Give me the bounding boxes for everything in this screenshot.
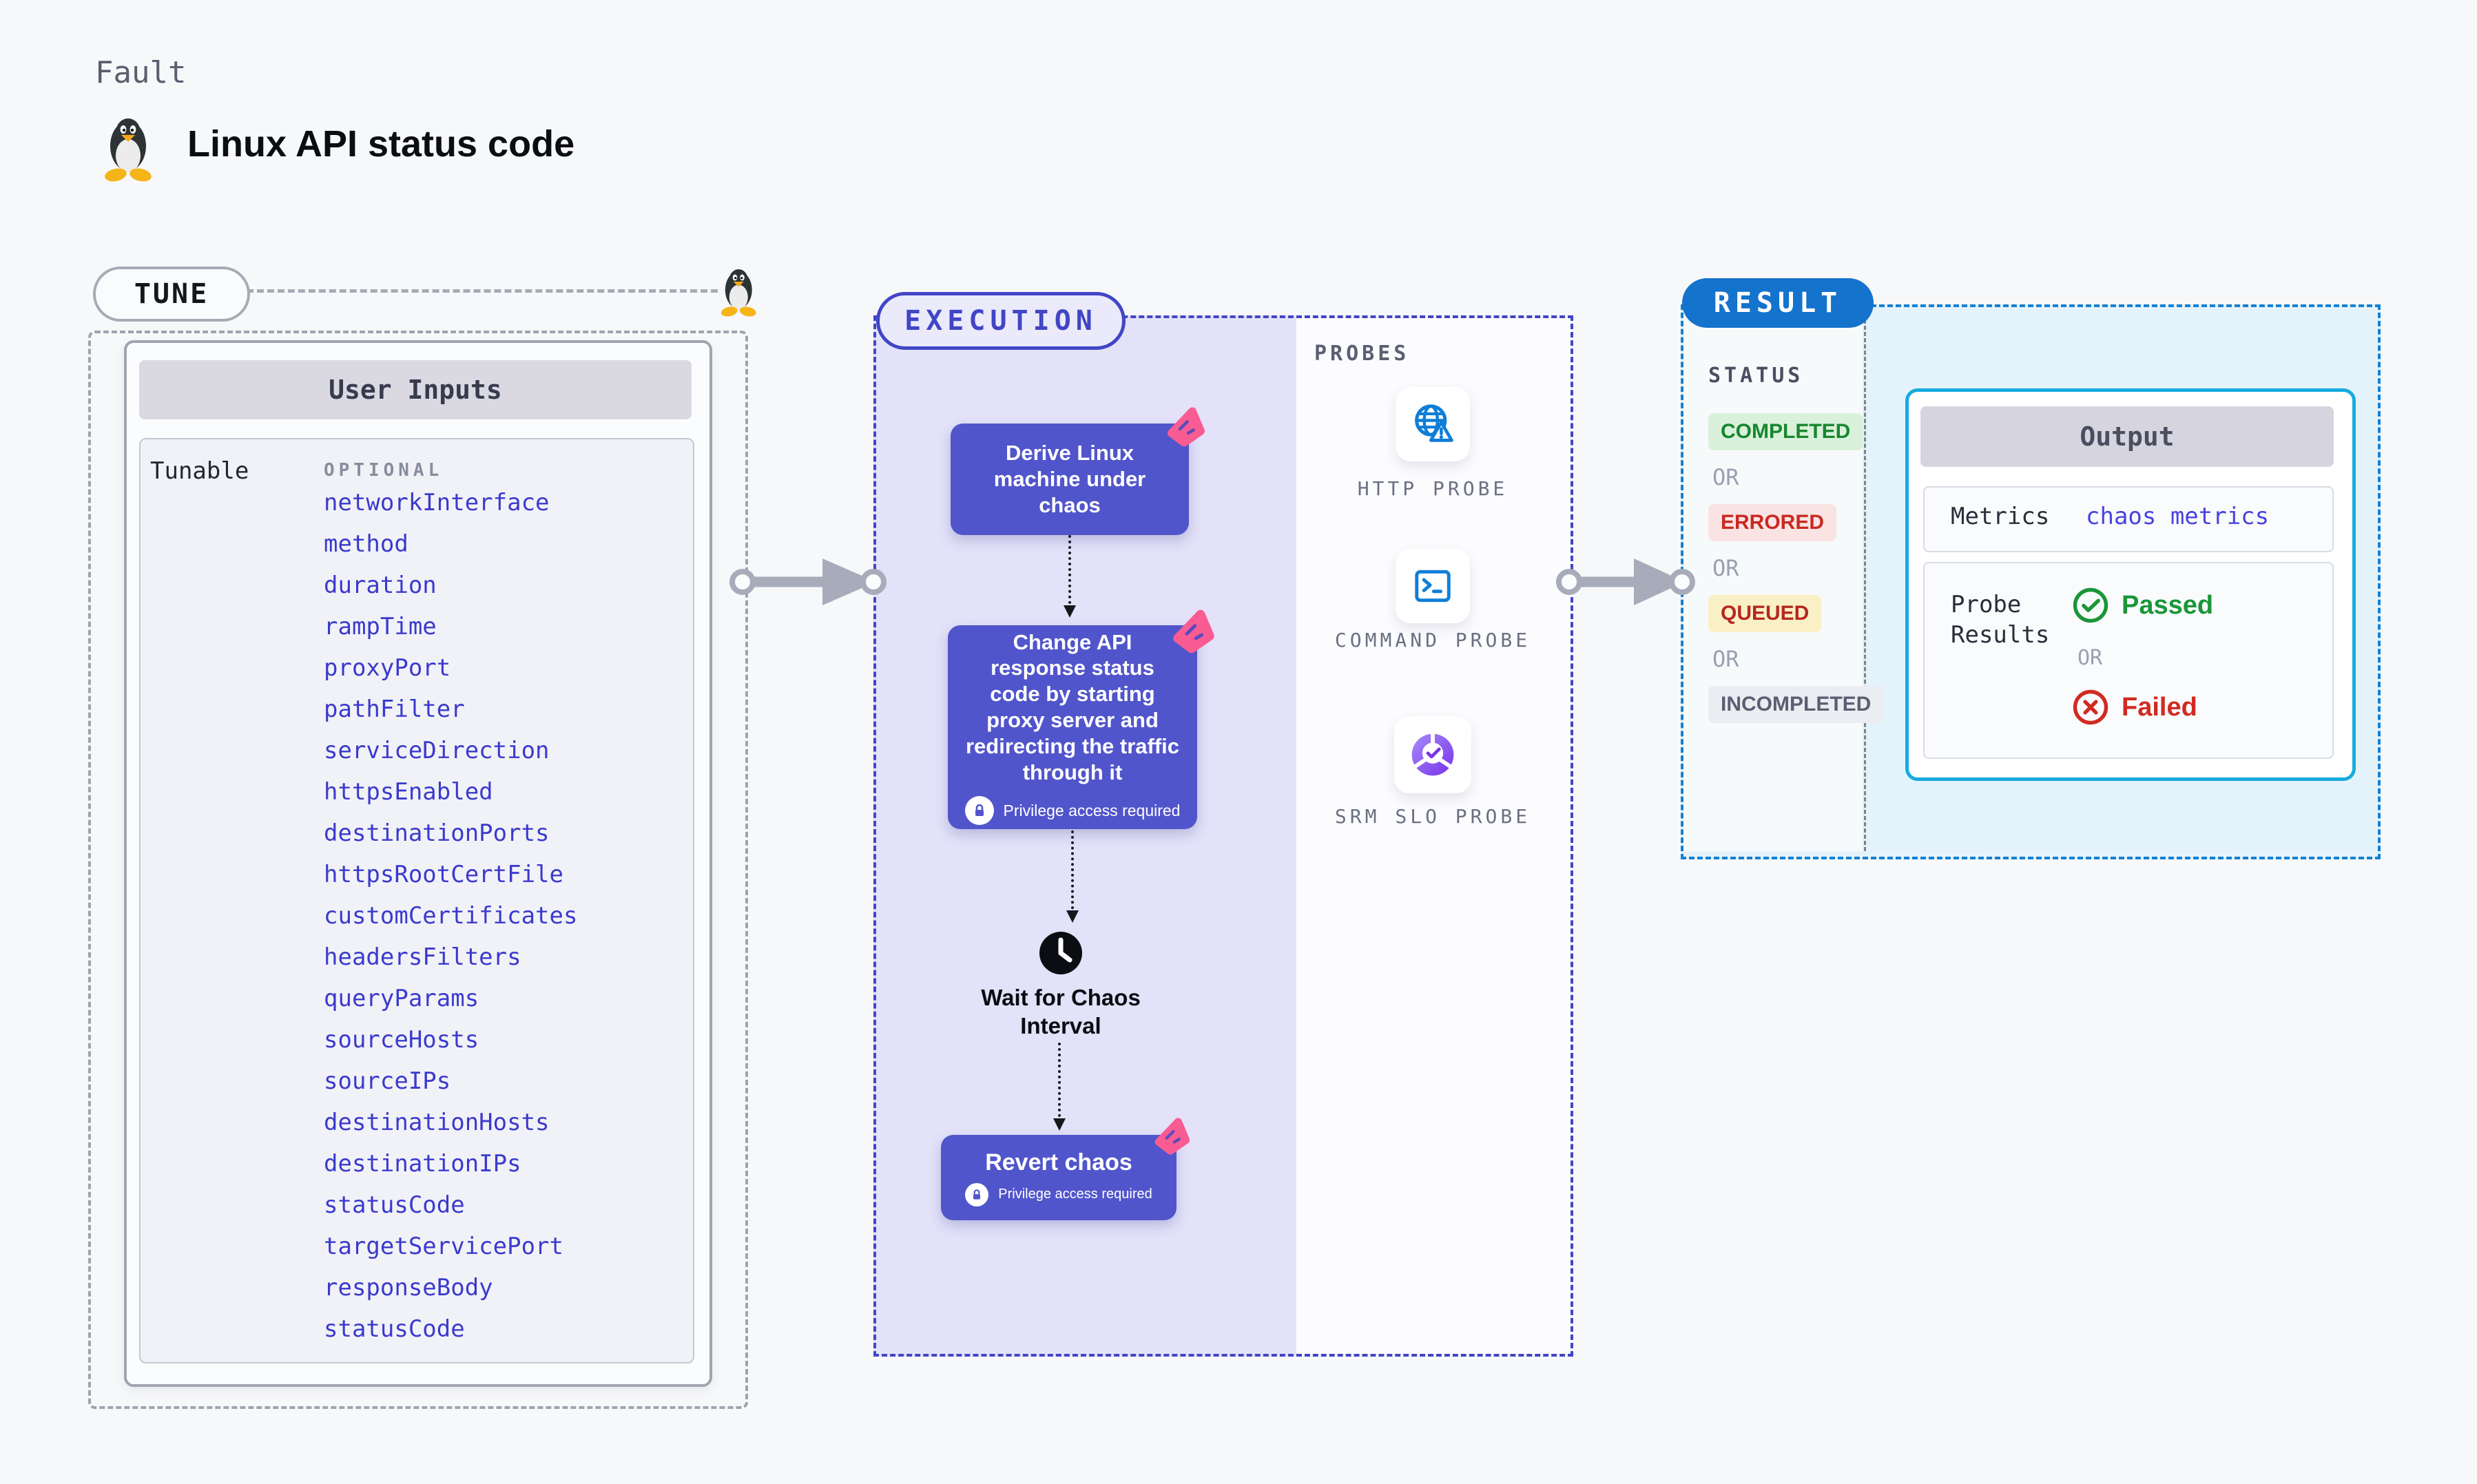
tunable-param-link[interactable]: proxyPort — [324, 654, 451, 682]
flow-arrow-tune-to-execution — [729, 558, 887, 605]
srm-slo-probe-label: SRM SLO PROBE — [1334, 805, 1531, 828]
chaos-scenario-icon — [1168, 407, 1205, 447]
tunable-param-link[interactable]: queryParams — [324, 985, 479, 1012]
command-probe-label: COMMAND PROBE — [1334, 629, 1531, 651]
tunable-param-list: networkInterface method duration rampTime pr… — [324, 482, 682, 1350]
tunable-param-link[interactable]: httpsRootCertFile — [324, 861, 563, 888]
probe-or-label: OR — [2077, 646, 2103, 670]
tunable-param-link[interactable]: statusCode — [324, 1191, 465, 1219]
tunable-param-link[interactable]: sourceHosts — [324, 1026, 479, 1054]
tunable-param-link[interactable]: destinationPorts — [324, 819, 550, 847]
privilege-label: Privilege access required — [1003, 801, 1181, 819]
chaos-scenario-icon — [1154, 1118, 1190, 1155]
tunable-param-link[interactable]: responseBody — [324, 1274, 493, 1302]
globe-alert-icon — [1415, 404, 1453, 442]
lock-icon — [964, 796, 994, 826]
result-divider — [1864, 307, 1866, 851]
status-item: COMPLETED — [1708, 413, 1863, 450]
probe-results-row — [1923, 562, 2334, 759]
http-probe-card — [1396, 387, 1470, 461]
tunable-param-link[interactable]: targetServicePort — [324, 1233, 563, 1260]
tunable-row-label: Tunable — [150, 457, 249, 485]
output-header: Output — [1920, 406, 2334, 467]
metrics-label: Metrics — [1951, 503, 2050, 530]
http-probe-label: HTTP PROBE — [1357, 477, 1509, 500]
node-change-status-code: Change API response status code by start… — [948, 625, 1197, 829]
user-inputs-header: User Inputs — [139, 360, 692, 419]
status-item: INCOMPLETED — [1708, 686, 1884, 723]
result-badge: RESULT — [1682, 278, 1874, 328]
status-item: QUEUED — [1708, 595, 1822, 632]
wait-interval-label: Wait for Chaos Interval — [981, 985, 1141, 1039]
tunable-param-link[interactable]: httpsEnabled — [324, 778, 493, 806]
tune-badge: TUNE — [93, 267, 250, 322]
metrics-row — [1923, 486, 2334, 552]
node-change-status-code-label: Change API response status code by start… — [965, 629, 1180, 784]
chaos-metrics-link[interactable]: chaos metrics — [2086, 503, 2270, 530]
tune-panel — [88, 331, 748, 1409]
node-derive-machine: Derive Linux machine under chaos — [951, 424, 1189, 535]
probe-results-label: Probe Results — [1951, 591, 2050, 649]
srm-slo-probe-card — [1394, 716, 1471, 793]
probes-title: PROBES — [1314, 342, 1410, 366]
node-derive-machine-label: Derive Linux machine under chaos — [993, 441, 1146, 517]
flow-connector — [1064, 535, 1076, 618]
tunable-param-link[interactable]: method — [324, 530, 408, 558]
tunable-param-link[interactable]: serviceDirection — [324, 737, 550, 764]
privilege-row: Privilege access required — [964, 796, 1181, 826]
clock-icon — [1039, 932, 1082, 974]
tunable-param-link[interactable]: networkInterface — [324, 489, 550, 516]
lock-icon — [965, 1182, 989, 1206]
node-revert-chaos: Revert chaos Privilege access required — [941, 1135, 1177, 1220]
page-title: Linux API status code — [187, 123, 575, 165]
probes-panel — [1296, 315, 1573, 1357]
status-item: ERRORED — [1708, 504, 1837, 541]
tunable-param-link[interactable]: duration — [324, 572, 437, 599]
command-probe-card — [1396, 549, 1470, 623]
check-circle-icon — [2073, 587, 2108, 623]
linux-tux-icon — [105, 118, 152, 182]
tune-connector-line — [247, 289, 718, 293]
passed-label: Passed — [2122, 590, 2214, 620]
tunable-param-link[interactable]: headersFilters — [324, 943, 521, 971]
tunable-param-link[interactable]: destinationHosts — [324, 1109, 550, 1136]
status-item: OR — [1712, 464, 1739, 490]
x-circle-icon — [2073, 689, 2108, 725]
tunable-param-link[interactable]: customCertificates — [324, 902, 578, 930]
user-inputs-list-box — [139, 438, 694, 1363]
status-item: OR — [1712, 646, 1739, 672]
flow-connector — [1053, 1043, 1066, 1131]
failed-row: Failed — [2072, 689, 2197, 726]
failed-label: Failed — [2122, 692, 2197, 722]
status-item: OR — [1712, 555, 1739, 581]
privilege-label: Privilege access required — [998, 1187, 1152, 1202]
status-title: STATUS — [1708, 364, 1804, 388]
terminal-icon — [1415, 569, 1451, 603]
passed-row: Passed — [2072, 587, 2213, 624]
tunable-param-link[interactable]: pathFilter — [324, 696, 465, 723]
linux-tux-icon — [721, 269, 756, 317]
fault-kicker: Fault — [95, 55, 187, 90]
node-revert-chaos-label: Revert chaos — [985, 1149, 1132, 1176]
status-column — [1683, 307, 1863, 851]
slo-donut-icon — [1411, 732, 1454, 776]
execution-badge: EXECUTION — [876, 292, 1126, 350]
tunable-param-link[interactable]: rampTime — [324, 613, 437, 640]
status-flow: COMPLETED OR ERRORED OR QUEUED OR INCOMPLETED — [1708, 413, 1884, 735]
privilege-row: Privilege access required — [965, 1182, 1152, 1206]
tunable-param-link[interactable]: destinationIPs — [324, 1150, 521, 1178]
chaos-scenario-icon — [1173, 609, 1214, 654]
flow-arrow-probes-to-result — [1556, 558, 1695, 605]
tunable-param-link[interactable]: statusCode — [324, 1315, 465, 1343]
flow-connector — [1066, 830, 1079, 923]
tunable-param-link[interactable]: sourceIPs — [324, 1067, 451, 1095]
optional-column-label: OPTIONAL — [324, 460, 444, 481]
